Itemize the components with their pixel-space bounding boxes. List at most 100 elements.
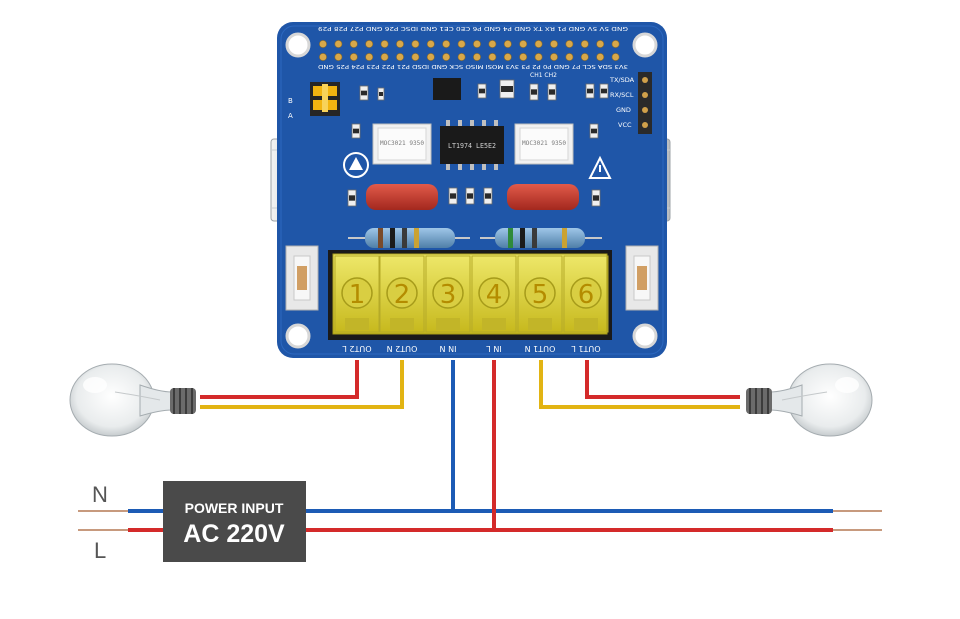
gpio-header (319, 40, 620, 61)
smd-part-body (591, 128, 597, 134)
terminal-slot (334, 255, 380, 333)
smd-part-body (353, 128, 359, 134)
terminal-screw (570, 277, 602, 309)
gpio-pad (550, 53, 558, 61)
gpio-pad (396, 53, 404, 61)
terminal-screw (386, 277, 418, 309)
terminal-clamp (390, 318, 414, 330)
smd-part-body (501, 86, 513, 92)
terminal-number-5: 5 (532, 280, 549, 310)
gpio-pad (426, 40, 435, 48)
smd-part-body (349, 195, 355, 201)
terminal-screw (478, 277, 510, 309)
gpio-pad (411, 53, 420, 61)
jumper-label-b: B (288, 97, 293, 105)
smd-part-body (361, 90, 367, 96)
terminal-label: OUT2 L (342, 344, 372, 353)
gpio-pad (380, 40, 389, 48)
mains-wires (78, 360, 882, 532)
top-pin-labels: GND 5V 5V GND P1 RX TX GND P4 GND P6 CE0… (317, 25, 628, 31)
gpio-pad (319, 53, 327, 61)
gpio-pad (334, 53, 343, 61)
chip-label-left: MOC3021 9350 (380, 140, 424, 147)
smd-part-body (531, 89, 537, 95)
resistor-right (480, 228, 602, 248)
bulb-left-icon (69, 363, 196, 437)
capacitor-left (366, 184, 438, 210)
chip-label-right: MOC3021 9350 (522, 140, 566, 147)
header-label-rxscl: RX/SCL (610, 91, 634, 99)
gpio-pad (349, 40, 358, 48)
smd-part-body (450, 193, 456, 199)
terminal-number-4: 4 (486, 280, 503, 310)
neutral-label: N (92, 482, 108, 507)
bottom-pin-labels: 3V3 SDA SCL P7 GND P0 P2 P3 3V3 MOSI MIS… (318, 63, 628, 69)
terminal-slot (471, 255, 517, 333)
main-chip: LT1974 LE5E2 (440, 120, 504, 170)
channel-label: CH1 CH2 (530, 72, 557, 79)
smd-part-body (549, 89, 555, 95)
terminal-label: IN N (440, 344, 457, 353)
smd-part-body (601, 88, 607, 94)
terminal-slot (563, 255, 609, 333)
power-input-box: POWER INPUT AC 220V (163, 481, 306, 562)
gpio-pad (334, 40, 343, 48)
mount-hole-bottom-right (632, 323, 658, 349)
gpio-pad (611, 40, 620, 48)
power-input-line1: POWER INPUT (185, 500, 284, 516)
mount-hole-top-left (285, 32, 311, 58)
fuse-holder-right (625, 245, 659, 311)
terminal-screw (341, 277, 373, 309)
smd-components (347, 79, 609, 207)
gpio-pad (519, 53, 528, 61)
gpio-pad (473, 40, 481, 48)
out1-l-wire (585, 360, 740, 399)
header-label-vcc: VCC (618, 121, 632, 129)
gpio-pad (442, 53, 451, 61)
gpio-pad (473, 53, 481, 61)
jumper-block[interactable] (310, 82, 340, 116)
terminal-screw (524, 277, 556, 309)
optocoupler-right: MOC3021 9350 (514, 123, 574, 165)
chip-label-main: LT1974 LE5E2 (448, 142, 496, 150)
terminal-screw (432, 277, 464, 309)
gpio-pad (319, 40, 327, 48)
gpio-pad (503, 40, 512, 48)
gpio-pad (565, 53, 574, 61)
terminal-clamp (345, 318, 369, 330)
gpio-pad (503, 53, 512, 61)
terminal-number-6: 6 (578, 280, 595, 310)
smd-part-body (467, 193, 473, 199)
mount-hole-bottom-left (285, 323, 311, 349)
optocoupler-left: MOC3021 9350 (372, 123, 432, 165)
smd-part-body (485, 193, 491, 199)
header-label-gnd: GND (616, 106, 631, 114)
gpio-pad (380, 53, 389, 61)
capacitor-right (507, 184, 579, 210)
power-input-line2: AC 220V (183, 520, 285, 548)
terminal-clamp (436, 318, 460, 330)
terminal-label: OUT1 L (571, 344, 601, 353)
gpio-pad (550, 40, 558, 48)
terminal-number-2: 2 (394, 280, 411, 310)
warning-triangle-icon (588, 155, 612, 179)
gpio-pad (426, 53, 435, 61)
smd-part-body (479, 88, 485, 94)
gpio-pad (596, 40, 605, 48)
uart-header (638, 72, 652, 134)
resistor-left (348, 228, 470, 248)
smd-part-body (587, 88, 593, 94)
gpio-pad (519, 40, 528, 48)
gpio-pad (565, 40, 574, 48)
terminal-label: OUT1 N (525, 344, 556, 353)
gpio-pad (442, 40, 451, 48)
gpio-pad (580, 40, 589, 48)
gpio-pad (534, 53, 543, 61)
gpio-pad (365, 53, 374, 61)
jumper-label-a: A (288, 112, 293, 120)
smd-part-body (593, 195, 599, 201)
smd-part-body (379, 92, 383, 96)
gpio-pad (534, 40, 543, 48)
